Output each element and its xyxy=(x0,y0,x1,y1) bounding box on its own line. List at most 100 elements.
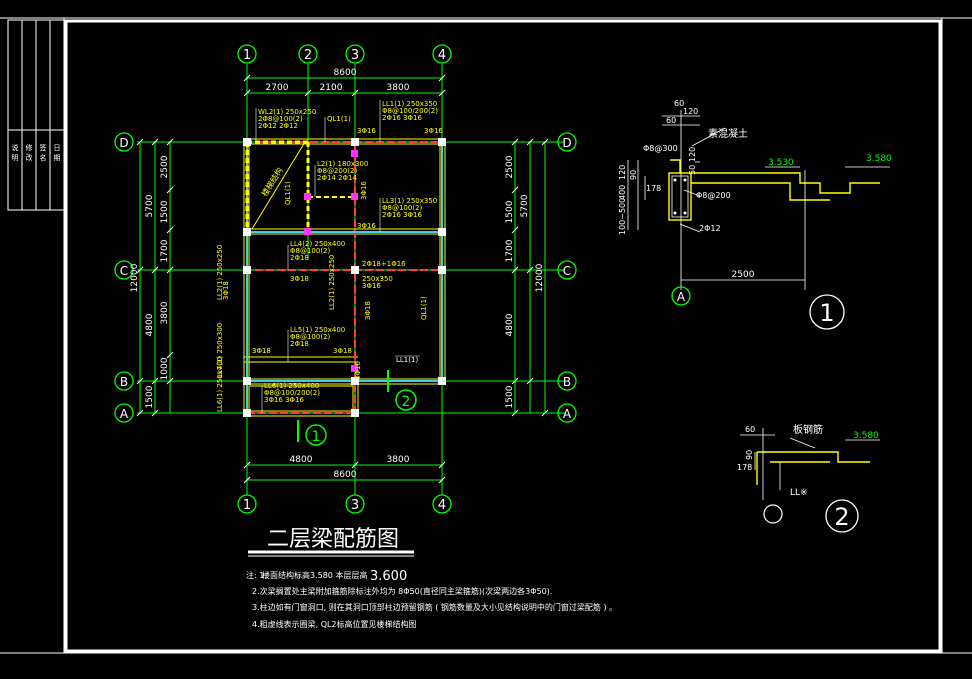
beam-label: LL3(1) 250x350 xyxy=(382,197,437,205)
dim-top-part: 2100 xyxy=(320,83,343,93)
beam-label: LL2(1) 250x250 xyxy=(216,245,224,300)
grid-label-right: C xyxy=(563,264,571,278)
detail1-material: 素混凝土 xyxy=(708,127,748,140)
beam-label: QL1(1) xyxy=(284,181,292,205)
detail1-dim: 60 xyxy=(666,116,676,125)
dim-right-inner: 1500 xyxy=(505,200,515,223)
title-block-cell: 名 xyxy=(40,153,47,162)
beam-label: L2(1) 180x300 xyxy=(317,160,368,168)
detail1-axis: A xyxy=(677,290,686,304)
dim-bottom-part: 3800 xyxy=(387,455,410,465)
dim-right-inner: 2500 xyxy=(505,155,515,178)
beam-label: 3Φ18 xyxy=(222,281,230,300)
note-3: 3.柱边如有门窗洞口, 则在其洞口顶部柱边预留钢筋 ( 钢筋数量及大小见结构说明… xyxy=(252,602,617,612)
grid-label-top: 2 xyxy=(304,48,312,63)
dim-right-outer: 5700 xyxy=(520,194,530,217)
detail1-stirrup: Φ8@300 xyxy=(643,144,678,153)
detail1-dim: 120 xyxy=(618,165,627,180)
detail1-dim: 120 xyxy=(683,107,698,116)
note-1-label: 注: 1. xyxy=(246,570,267,580)
beam-label: 3Φ16 xyxy=(362,282,381,290)
beam-label: Φ8@100/200(2) xyxy=(382,107,438,115)
beam-label: LL6(1) 250x400 xyxy=(216,357,224,412)
floor-plan: 1 2 3 4 1 3 4 D C B A D C B A 8600 2700 … xyxy=(114,44,577,557)
beam-label: QL1(1) xyxy=(420,296,428,320)
grid-label-top: 4 xyxy=(438,48,446,63)
beam-label: LL1(1) 250x350 xyxy=(382,100,437,108)
grid-label-left: D xyxy=(119,136,128,150)
title-block-cell: 说 xyxy=(12,143,19,152)
detail2-beam: LL※ xyxy=(790,488,808,498)
beam-label: LL2(1) 250x250 xyxy=(328,255,336,310)
note-1: 楼面结构标高3.580 本层层高 xyxy=(262,570,367,580)
beam-label: 3Φ16 xyxy=(424,127,443,135)
detail1-dim: 90 xyxy=(629,170,638,180)
title-block-cell: 修 xyxy=(26,143,33,152)
section-mark-label: 1 xyxy=(312,429,321,445)
beam-label: 3Φ16 xyxy=(357,127,376,135)
detail-1: A 1 素混凝土 Φ8@300 Φ8@200 2Φ12 3.530 3.580 … xyxy=(618,99,892,330)
annotation-leaders xyxy=(255,100,420,413)
detail2-title: 2 xyxy=(834,503,849,531)
beams xyxy=(244,140,445,414)
dim-left-inner: 3800 xyxy=(160,301,170,324)
detail2-dim: 60 xyxy=(745,425,755,434)
notes: 注: 1. 楼面结构标高3.580 本层层高 3.600 2.次梁搁置处主梁附加… xyxy=(246,569,617,629)
grid-lines xyxy=(137,64,565,495)
dim-top-total: 8600 xyxy=(334,68,357,78)
note-4: 4.粗虚线表示圈梁, QL2标高位置见楼梯结构图 xyxy=(252,619,417,629)
dim-left-outer: 1500 xyxy=(145,385,155,408)
columns xyxy=(243,138,446,417)
title-block-cell: 明 xyxy=(12,154,19,162)
beam-label: Φ8@100(2) xyxy=(290,333,331,341)
detail1-dim: 178 xyxy=(646,184,661,193)
detail1-dim: 50 xyxy=(688,165,697,175)
detail2-dim: 90 xyxy=(745,450,754,460)
outer-frame xyxy=(63,17,943,654)
beam-label: 2Φ18 xyxy=(290,254,309,262)
section-mark-2: 2 xyxy=(387,370,417,411)
beam-label: 3Φ16 xyxy=(354,361,362,380)
dim-left-inner: 2500 xyxy=(160,155,170,178)
beam-labels: WL2(1) 250x250 2Φ8@100(2) 2Φ12 2Φ12 QL1(… xyxy=(216,100,443,412)
beam-label: 2Φ18 xyxy=(290,340,309,348)
title-block-cell: 日 xyxy=(54,144,61,152)
grid-label-left: B xyxy=(120,375,128,389)
detail2-material: 板钢筋 xyxy=(793,423,823,436)
beam-label: 3Φ18 xyxy=(364,301,372,320)
beam-label: 2Φ16 3Φ16 xyxy=(382,211,423,219)
dim-left-inner: 1700 xyxy=(160,239,170,262)
title-block: 说 明 修 改 签 名 日 期 xyxy=(7,19,65,211)
inner-frame xyxy=(64,19,942,653)
dim-left-inner: 1000 xyxy=(160,357,170,380)
detail1-dim: 60 xyxy=(674,99,684,108)
detail1-dim: 120 xyxy=(688,147,697,162)
dim-right-inner: 4800 xyxy=(505,313,515,336)
dim-bottom-total: 8600 xyxy=(334,470,357,480)
detail1-span: 2500 xyxy=(732,270,755,280)
beam-label: 3Φ16 xyxy=(357,222,376,230)
dim-left-inner: 1500 xyxy=(160,200,170,223)
beam-label: 3Φ16 xyxy=(360,181,368,200)
dimension-ticks xyxy=(136,74,549,484)
detail1-stirrup: Φ8@200 xyxy=(696,191,731,200)
beam-label: Φ8@100/200(2) xyxy=(264,389,320,397)
dim-right-outer: 12000 xyxy=(535,263,545,292)
dim-left-outer: 12000 xyxy=(130,263,140,292)
dim-left-outer: 4800 xyxy=(145,313,155,336)
grid-label-right: A xyxy=(563,407,572,421)
beam-label: LL7(1) 250x300 xyxy=(216,323,224,378)
title-block-cell: 改 xyxy=(26,153,33,162)
section-mark-label: 2 xyxy=(402,394,411,410)
detail-2: 2 板钢筋 3.580 60 90 178 LL※ xyxy=(737,423,880,533)
beam-label: 2Φ18+1Φ16 xyxy=(362,260,406,268)
beam-label: 3Φ18 xyxy=(252,347,271,355)
detail1-elev: 3.530 xyxy=(768,158,794,168)
beam-label: 2Φ16 3Φ16 xyxy=(382,114,423,122)
grid-label-left: A xyxy=(120,407,129,421)
grid-label-bottom: 1 xyxy=(243,498,251,513)
beam-label: 3Φ18 xyxy=(290,275,309,283)
plan-title: 二层梁配筋图 xyxy=(267,527,399,552)
detail1-elev: 3.580 xyxy=(866,154,892,164)
